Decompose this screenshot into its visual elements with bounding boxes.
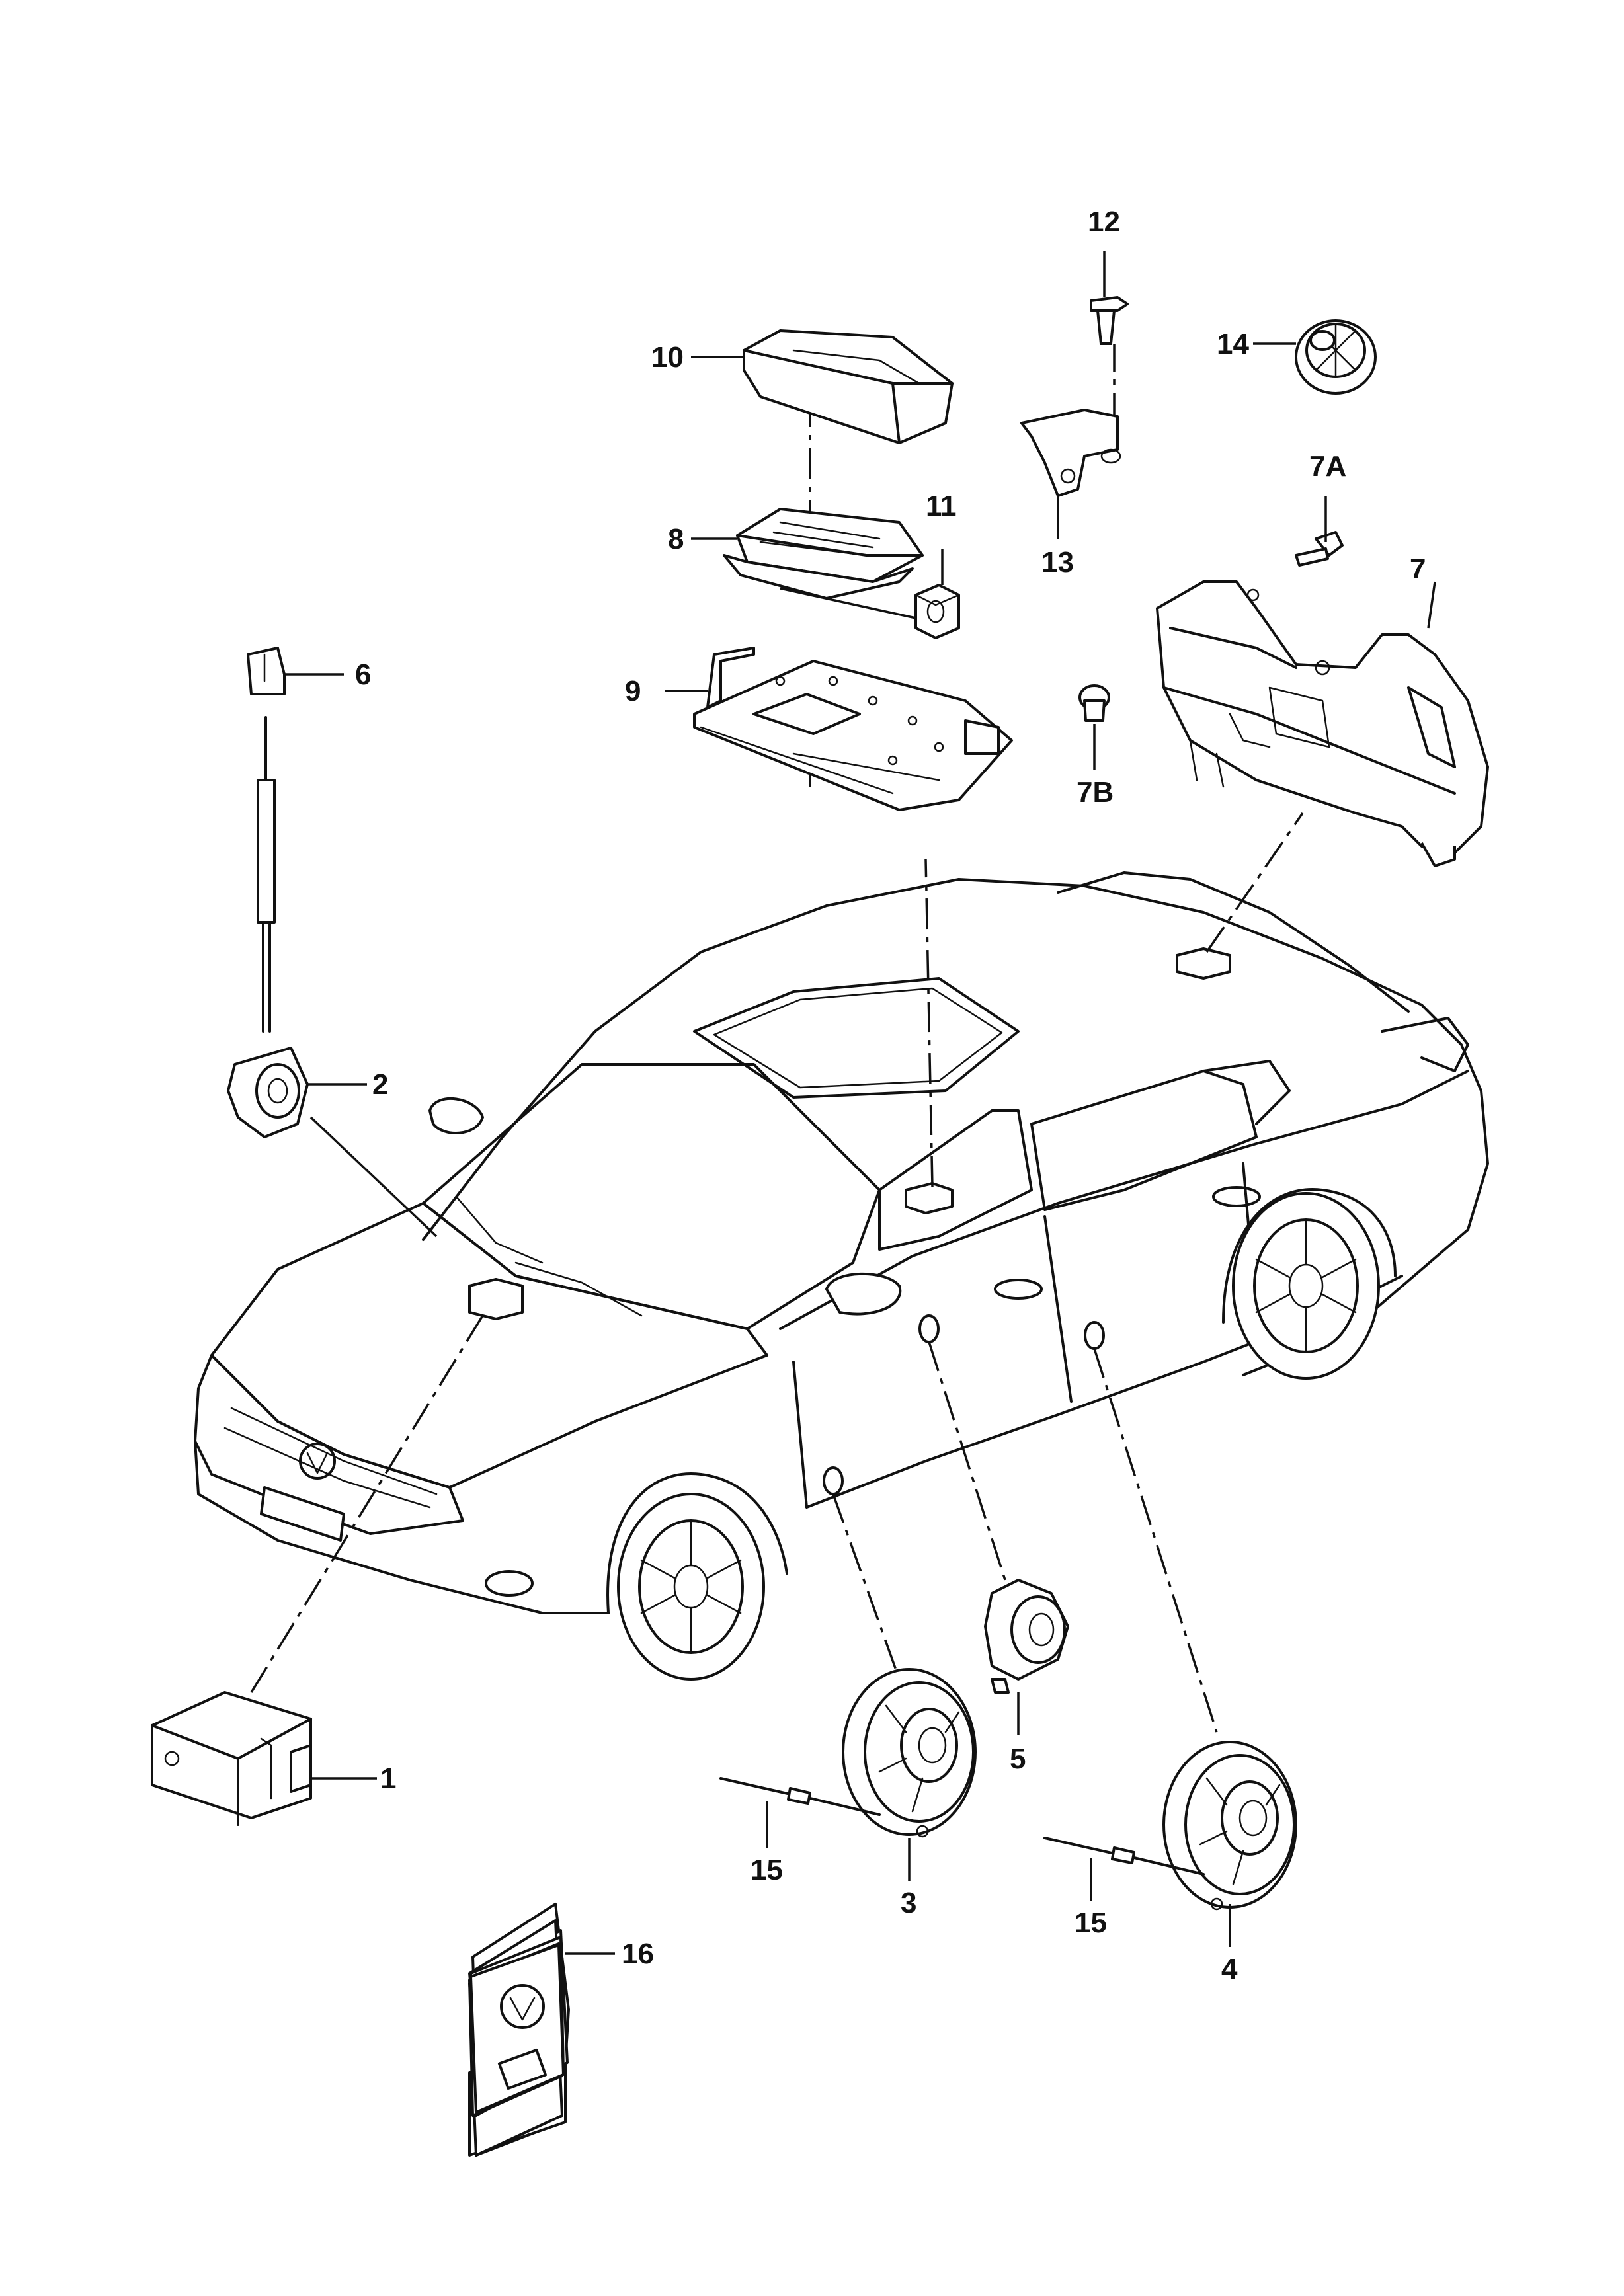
callout-2: 2 [372,1068,388,1101]
callout-14: 14 [1217,328,1249,360]
callout-6: 6 [355,658,371,691]
part-bracket [1020,409,1121,497]
part-speaker-5 [984,1579,1069,1694]
part-speaker-3 [842,1668,977,1838]
callout-7b: 7B [1076,776,1114,809]
callout-9: 9 [625,675,641,707]
part-screw-7a [1295,531,1344,567]
part-clip [914,584,960,639]
callout-4: 4 [1221,1953,1238,1985]
callout-11: 11 [926,490,957,522]
part-cover [743,329,954,444]
module-location-center [905,1182,954,1214]
callout-7: 7 [1410,553,1426,585]
part-manual-cover [468,1903,570,2117]
part-speaker-4 [1162,1741,1297,1911]
callout-labels: 1 2 3 4 5 6 7 7A 7B 8 9 10 11 12 13 14 1… [355,206,1426,1985]
part-amplifier [723,508,924,600]
part-wire-harness-a [719,1777,881,1816]
part-tweeter [227,1047,309,1138]
callout-10: 10 [651,341,684,374]
part-bracket-plate [693,647,1013,811]
callout-12: 12 [1088,206,1120,238]
callout-3: 3 [901,1887,916,1919]
module-location-front [468,1278,524,1320]
callout-13: 13 [1041,546,1074,578]
callout-8: 8 [668,523,684,555]
part-bolt [1090,296,1129,345]
callout-15-right: 15 [1075,1907,1107,1939]
callout-16: 16 [622,1938,654,1970]
callout-7a: 7A [1309,450,1346,483]
car-illustration [194,871,1489,1681]
callout-leaders [284,251,1436,1955]
part-rear-housing [1156,580,1489,867]
module-location-rear [1176,947,1231,980]
part-wire-harness-b [1043,1837,1205,1876]
connector-lines [250,344,1304,1733]
part-grommet [1295,319,1377,395]
callout-1: 1 [380,1762,396,1795]
part-control-module [151,1691,312,1826]
callout-5: 5 [1010,1743,1026,1775]
part-clip-7b [1078,684,1110,722]
part-antenna [247,647,286,1033]
callout-15-left: 15 [751,1854,783,1886]
